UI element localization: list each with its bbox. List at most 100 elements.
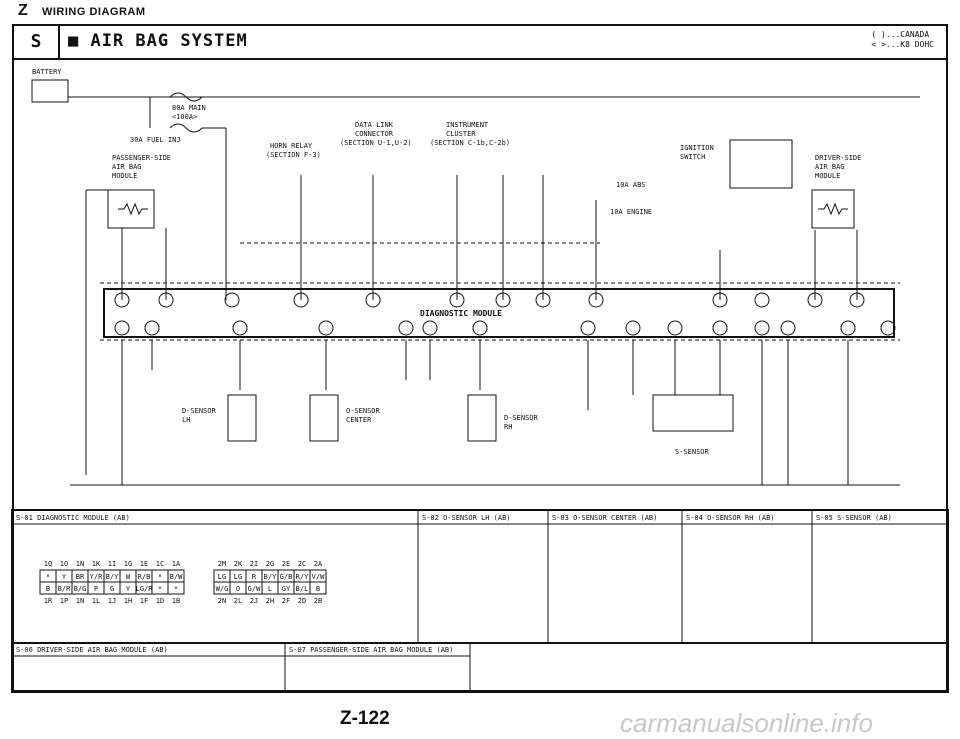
section-titlebar: S ■ AIR BAG SYSTEM ( )...CANADA < >...K8… [14, 26, 946, 60]
pin-bottom-letter: 2H [266, 597, 274, 605]
pin-row2-cell: G [110, 585, 114, 593]
pin-row2-cell: B/R [58, 585, 71, 593]
pin-top-letter: 2A [314, 560, 323, 568]
legend-s04: S-04 O-SENSOR RH (AB) [686, 514, 775, 522]
watermark: carmanualsonline.info [620, 708, 873, 738]
battery-symbol [31, 79, 69, 103]
pin-top-letter: 1G [124, 560, 132, 568]
pin-top-letter: 1A [172, 560, 181, 568]
pin-row2-cell: B [316, 585, 320, 593]
pin-row1-cell: R/Y [296, 573, 309, 581]
pass-module-l2: AIR BAG [112, 163, 142, 171]
pin-top-letter: 2M [218, 560, 226, 568]
pin-row1-cell: Y/R [90, 573, 103, 581]
ign-l2: SWITCH [680, 153, 705, 161]
o-lh-l1: D-SENSOR [182, 407, 217, 415]
pin-row1-cell: * [158, 573, 162, 581]
o-center-l1: O-SENSOR [346, 407, 381, 415]
pin-row1-cell: R [252, 573, 257, 581]
main-fuse-label: 80A MAIN [172, 104, 206, 112]
pin-bottom-letter: 2L [234, 597, 242, 605]
abs-fuse-label: 10A ABS [616, 181, 646, 189]
fuel-fuse-label: 30A FUEL INJ [130, 136, 181, 144]
pin-top-letter: 1I [108, 560, 116, 568]
pin-bottom-letter: 1P [60, 597, 68, 605]
pass-module-l1: PASSENGER-SIDE [112, 154, 171, 162]
pin-row2-cell: G/W [248, 585, 261, 593]
battery-label: BATTERY [32, 68, 62, 76]
drv-module-l2: AIR BAG [815, 163, 845, 171]
dlc-l3: (SECTION U-1,U-2) [340, 139, 412, 147]
legend-s06: S-06 DRIVER-SIDE AIR BAG MODULE (AB) [16, 646, 168, 654]
drv-module-l1: DRIVER-SIDE [815, 154, 861, 162]
pin-top-letter: 2G [266, 560, 274, 568]
pin-top-letter: 1K [92, 560, 101, 568]
passenger-module-box [107, 189, 155, 229]
pin-row2-cell: B/L [296, 585, 309, 593]
s-sensor-box [652, 394, 734, 432]
cluster-l1: INSTRUMENT [446, 121, 489, 129]
legend-s03: S-03 O-SENSOR CENTER (AB) [552, 514, 657, 522]
ignition-switch-box [729, 139, 793, 189]
section-title: ■ AIR BAG SYSTEM [68, 31, 248, 51]
pin-row2-cell: L [268, 585, 272, 593]
section-code: S [14, 26, 60, 58]
pin-bottom-letter: 1J [108, 597, 116, 605]
cluster-l2: CLUSTER [446, 130, 476, 138]
pin-row2-cell: * [174, 585, 178, 593]
pin-bottom-letter: 1R [44, 597, 53, 605]
page-header: Z WIRING DIAGRAM [18, 2, 146, 20]
driver-module-box [811, 189, 855, 229]
header-title: WIRING DIAGRAM [41, 6, 146, 18]
o-lh-l2: LH [182, 416, 190, 424]
engine-fuse-label: 10A ENGINE [610, 208, 652, 216]
pin-row1-cell: V/W [312, 573, 325, 581]
pin-bottom-letter: 1B [172, 597, 180, 605]
pin-bottom-letter: 2F [282, 597, 290, 605]
dlc-l2: CONNECTOR [355, 130, 394, 138]
o-center-l2: CENTER [346, 416, 372, 424]
pin-bottom-letter: 1D [156, 597, 164, 605]
drv-module-l3: MODULE [815, 172, 840, 180]
pin-row1-cell: R/B [138, 573, 151, 581]
pin-row1-cell: * [46, 573, 50, 581]
pin-row1-cell: G/B [280, 573, 293, 581]
pass-module-l3: MODULE [112, 172, 137, 180]
pin-bottom-letter: 2J [250, 597, 258, 605]
legend-s05: S-05 S-SENSOR (AB) [816, 514, 892, 522]
cluster-l3: (SECTION C-1b,C-2b) [430, 139, 510, 147]
pin-bottom-letter: 1H [124, 597, 132, 605]
pin-row2-cell: W/G [216, 585, 229, 593]
pin-top-letter: 1Q [44, 560, 52, 568]
page-number: Z-122 [340, 708, 390, 729]
pin-row2-cell: B/G [74, 585, 87, 593]
pin-cell [167, 581, 185, 595]
pin-row2-cell: B [46, 585, 50, 593]
o-sensor-center-box [309, 394, 339, 442]
pin-row1-cell: B/Y [106, 573, 119, 581]
diagram-frame: S ■ AIR BAG SYSTEM ( )...CANADA < >...K8… [12, 24, 948, 692]
horn-relay-l1: HORN RELAY [270, 142, 313, 150]
pin-top-letter: 2E [282, 560, 290, 568]
pin-row1-cell: B/W [170, 573, 183, 581]
pin-top-letter: 1N [76, 560, 84, 568]
pin-bottom-letter: 2D [298, 597, 306, 605]
pin-row2-cell: O [236, 585, 240, 593]
pin-row2-cell: GY [282, 585, 291, 593]
pin-row2-cell: Y [126, 585, 131, 593]
pin-row1-cell: W [126, 573, 131, 581]
pin-row2-cell: P [94, 585, 98, 593]
o-sensor-rh-box [467, 394, 497, 442]
pin-row2-cell: LG/R [136, 585, 154, 593]
pin-row2-cell: * [158, 585, 162, 593]
pin-top-letter: 2I [250, 560, 258, 568]
pin-cell [309, 581, 327, 595]
dlc-l1: DATA LINK [355, 121, 394, 129]
s-sensor-label: S-SENSOR [675, 448, 710, 456]
o-rh-l2: RH [504, 423, 512, 431]
o-sensor-lh-box [227, 394, 257, 442]
note-canada: ( )...CANADA [871, 30, 930, 39]
legend-s02: S-02 O-SENSOR LH (AB) [422, 514, 511, 522]
